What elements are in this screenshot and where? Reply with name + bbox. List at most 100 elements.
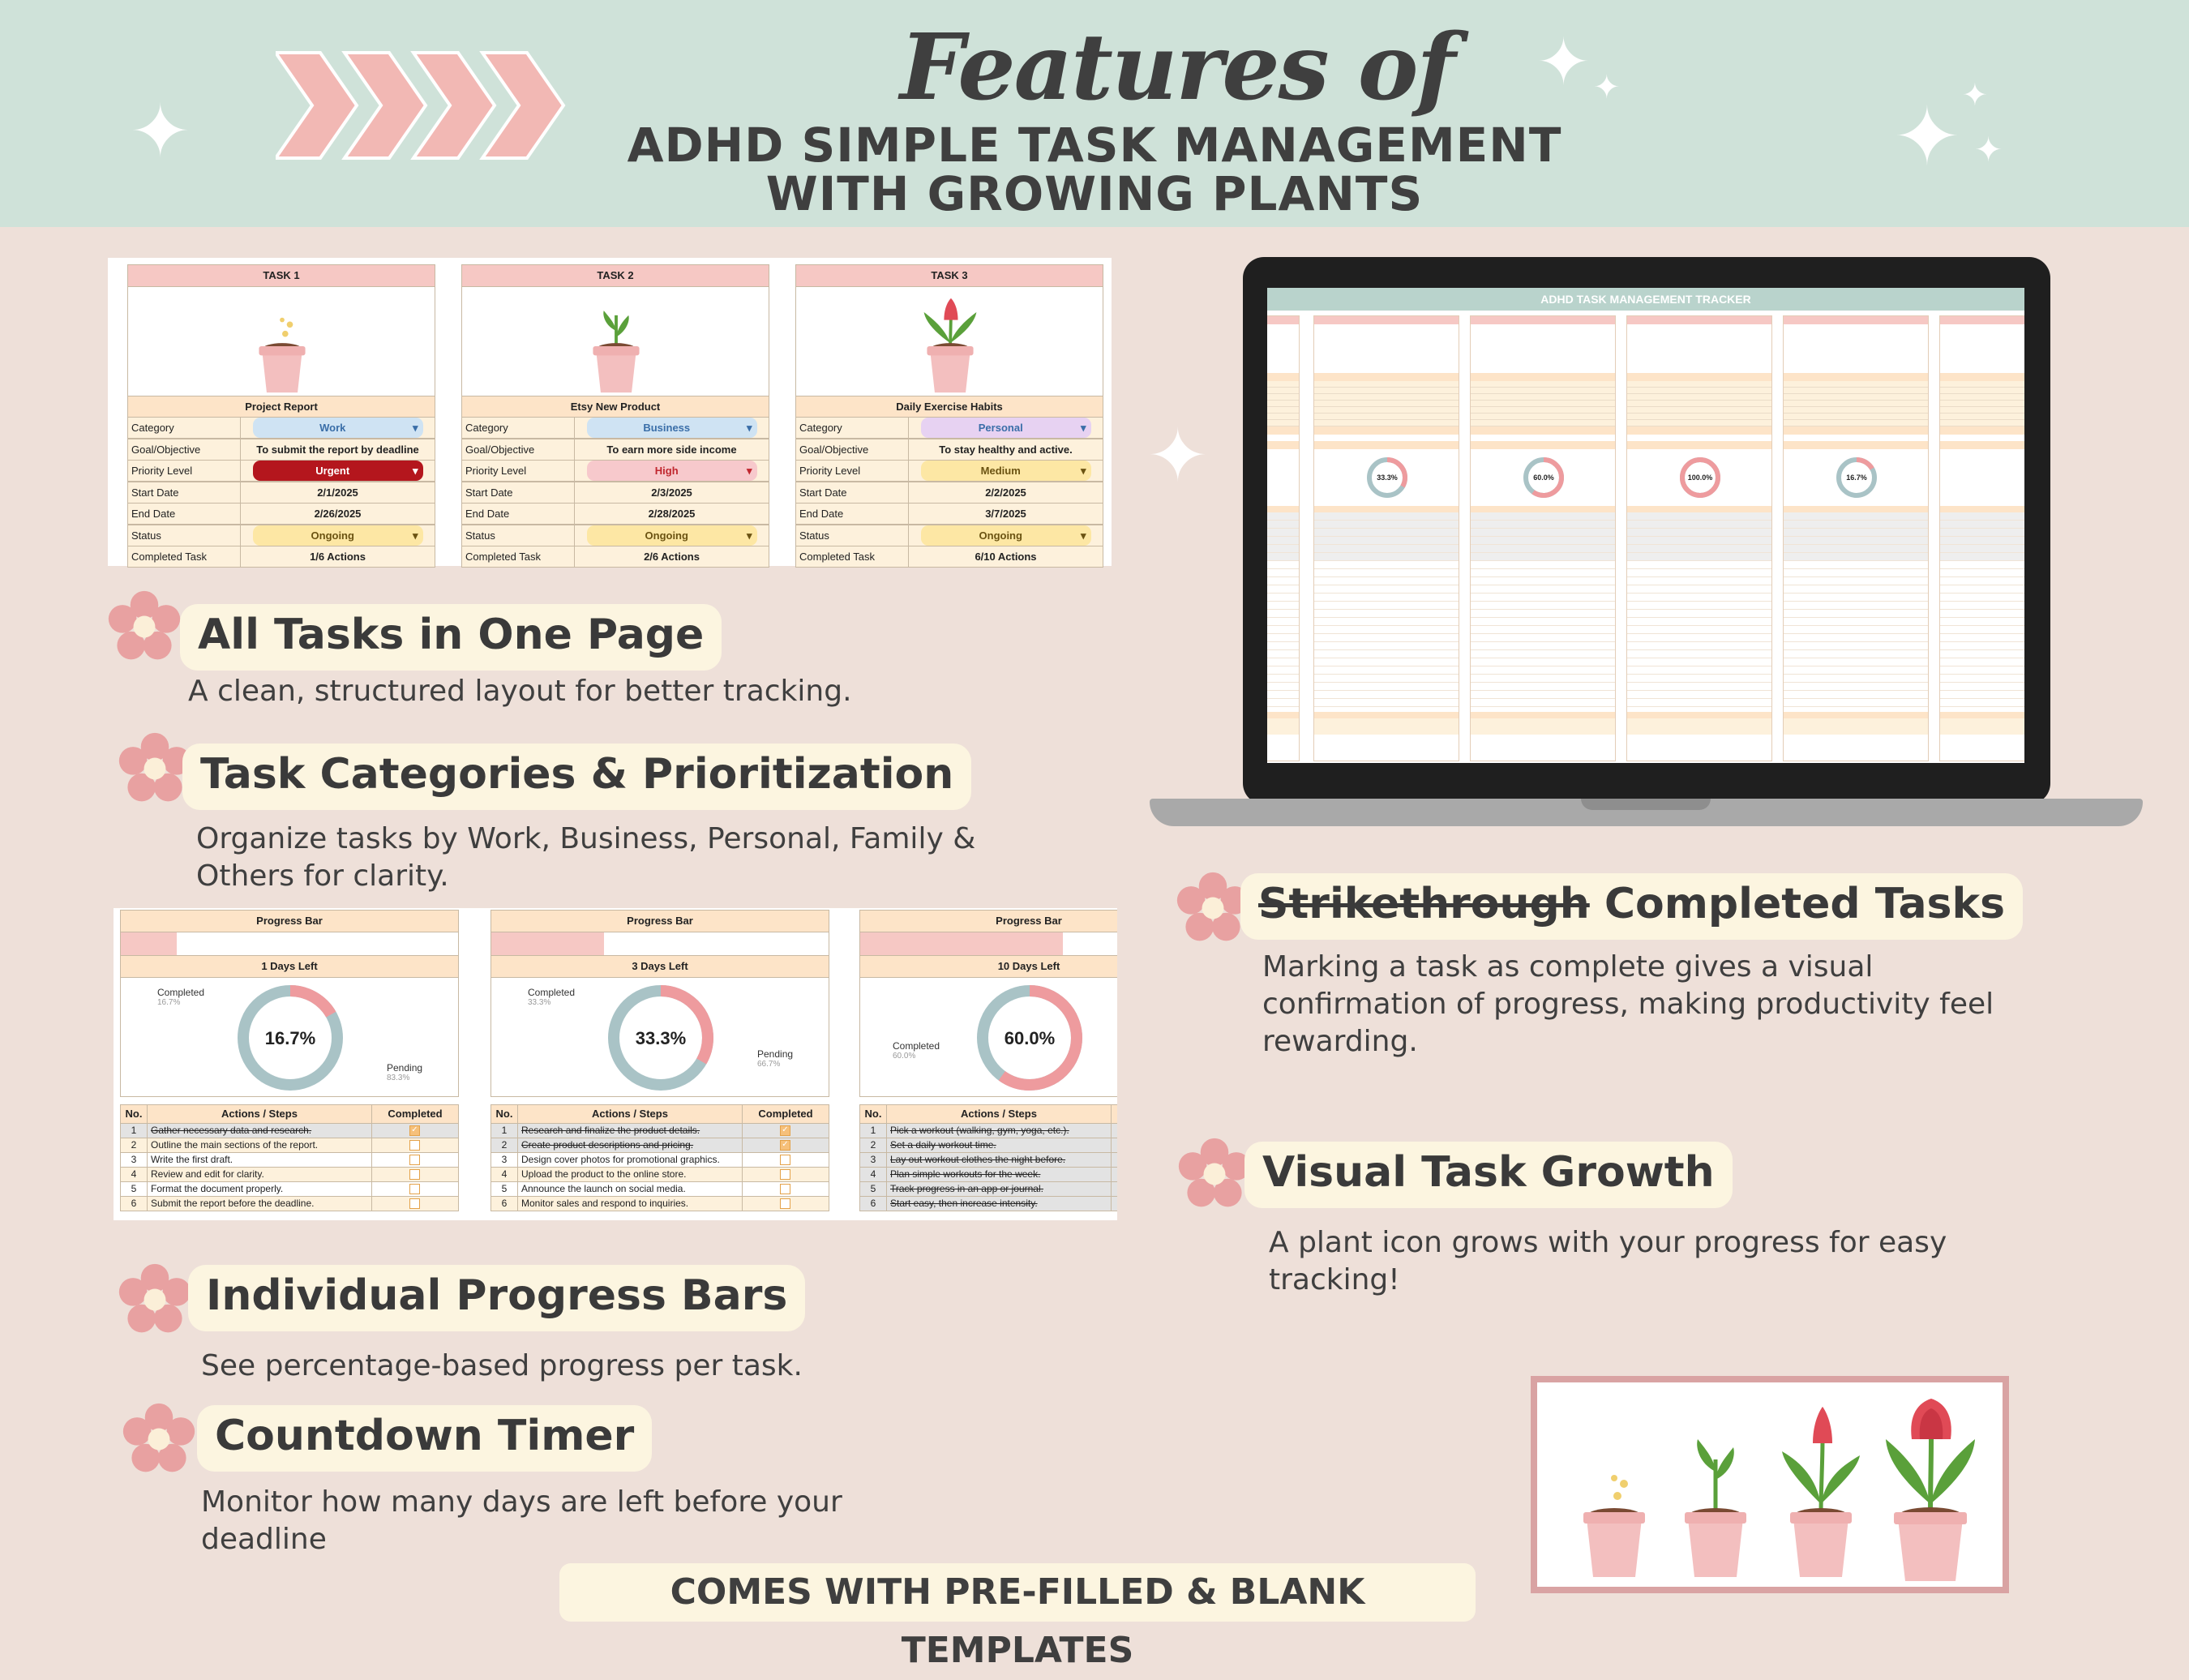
category-dropdown[interactable]: Business▾ xyxy=(586,418,757,438)
chevron-down-icon: ▾ xyxy=(746,422,752,434)
task-card-header: TASK 3 xyxy=(795,264,1103,287)
sparkle-icon: ✦ xyxy=(1536,24,1591,100)
progress-cards-panel: Progress Bar 1 Days Left 16.7% Completed … xyxy=(114,908,1117,1220)
flower-icon xyxy=(116,1261,194,1339)
step-no: 6 xyxy=(120,1196,148,1211)
row-label: Goal/Objective xyxy=(795,438,909,461)
step-checkbox[interactable] xyxy=(409,1184,420,1194)
row-value: 6/10 Actions xyxy=(908,546,1103,568)
step-checkbox[interactable] xyxy=(409,1155,420,1165)
step-text: Lay out workout clothes the night before… xyxy=(886,1152,1112,1168)
plant-growth-illustration xyxy=(1583,1399,1975,1581)
step-no: 4 xyxy=(490,1167,518,1182)
feature-title-rest: Completed Tasks xyxy=(1589,880,2006,928)
row-value: 2/3/2025 xyxy=(574,481,769,504)
step-checkbox[interactable] xyxy=(409,1140,420,1151)
progress-fill xyxy=(860,932,1063,955)
progress-bar xyxy=(490,932,829,956)
progress-bar-label: Progress Bar xyxy=(859,910,1117,932)
status-dropdown[interactable]: Ongoing▾ xyxy=(920,525,1091,546)
mini-task-column: 60.0% xyxy=(1470,315,1616,761)
step-no: 3 xyxy=(490,1152,518,1168)
step-text: Outline the main sections of the report. xyxy=(147,1138,372,1153)
step-checkbox[interactable] xyxy=(780,1155,790,1165)
step-text: Monitor sales and respond to inquiries. xyxy=(517,1196,743,1211)
step-checkbox[interactable] xyxy=(409,1198,420,1209)
row-value: Personal▾ xyxy=(908,417,1103,439)
main-title-line1: ADHD SIMPLE TASK MANAGEMENT xyxy=(627,118,1562,173)
feature-desc-growth-2: tracking! xyxy=(1269,1263,1400,1296)
feature-title-strikethrough: Strikethrough Completed Tasks xyxy=(1240,873,2024,940)
step-text: Pick a workout (walking, gym, yoga, etc.… xyxy=(886,1123,1112,1138)
row-label: Completed Task xyxy=(461,546,575,568)
row-value: Ongoing▾ xyxy=(240,524,435,546)
step-checkbox-cell xyxy=(371,1167,459,1182)
feature-desc-progress-bars: See percentage-based progress per task. xyxy=(201,1349,803,1382)
row-value: Business▾ xyxy=(574,417,769,439)
category-dropdown[interactable]: Personal▾ xyxy=(920,418,1091,438)
step-checkbox[interactable] xyxy=(409,1169,420,1180)
step-text: Track progress in an app or journal. xyxy=(886,1181,1112,1197)
step-checkbox[interactable] xyxy=(780,1184,790,1194)
row-label: Goal/Objective xyxy=(127,438,241,461)
step-text: Start easy, then increase intensity. xyxy=(886,1196,1112,1211)
step-text: Plan simple workouts for the week. xyxy=(886,1167,1112,1182)
step-no: 2 xyxy=(120,1138,148,1153)
step-checkbox-cell xyxy=(371,1181,459,1197)
step-no: 4 xyxy=(859,1167,887,1182)
step-no: 2 xyxy=(859,1138,887,1153)
row-label: Category xyxy=(795,417,909,439)
priority-dropdown[interactable]: High▾ xyxy=(586,461,757,481)
col-actions: Actions / Steps xyxy=(886,1104,1112,1124)
step-text: Review and edit for clarity. xyxy=(147,1167,372,1182)
priority-dropdown[interactable]: Medium▾ xyxy=(920,461,1091,481)
row-value: 2/6 Actions xyxy=(574,546,769,568)
feature-title-progress-bars: Individual Progress Bars xyxy=(188,1265,806,1331)
step-checkbox[interactable] xyxy=(780,1198,790,1209)
status-dropdown[interactable]: Ongoing▾ xyxy=(252,525,423,546)
donut-completed-arc xyxy=(977,985,1082,1091)
step-checkbox-cell: ✓ xyxy=(742,1123,829,1138)
step-text: Gather necessary data and research. xyxy=(147,1123,372,1138)
step-checkbox-cell: ✓ xyxy=(1111,1138,1117,1153)
progress-bar xyxy=(859,932,1117,956)
task-name: Etsy New Product xyxy=(461,396,769,418)
chevron-down-icon: ▾ xyxy=(1080,422,1086,434)
donut-completed-arc xyxy=(238,985,343,1091)
svg-text:66.7%: 66.7% xyxy=(757,1060,780,1069)
mini-task-column: 33.3% xyxy=(1313,315,1459,761)
row-label: Priority Level xyxy=(461,460,575,482)
feature-desc-growth-1: A plant icon grows with your progress fo… xyxy=(1269,1226,1947,1259)
progress-bar-label: Progress Bar xyxy=(490,910,829,932)
sparkle-icon: ✦ xyxy=(1962,77,1988,113)
step-no: 1 xyxy=(490,1123,518,1138)
script-title: Features of xyxy=(900,15,1456,121)
step-no: 3 xyxy=(859,1152,887,1168)
step-no: 5 xyxy=(859,1181,887,1197)
chevron-down-icon: ▾ xyxy=(746,529,752,542)
row-label: Start Date xyxy=(795,481,909,504)
progress-fill xyxy=(491,932,604,955)
feature-title-all-tasks: All Tasks in One Page xyxy=(180,604,722,671)
status-dropdown[interactable]: Ongoing▾ xyxy=(586,525,757,546)
row-value: 2/26/2025 xyxy=(240,503,435,525)
priority-dropdown[interactable]: Urgent▾ xyxy=(252,461,423,481)
row-value: 1/6 Actions xyxy=(240,546,435,568)
step-checkbox[interactable]: ✓ xyxy=(780,1140,790,1151)
step-checkbox[interactable]: ✓ xyxy=(409,1125,420,1136)
step-text: Set a daily workout time. xyxy=(886,1138,1112,1153)
row-value: High▾ xyxy=(574,460,769,482)
col-no: No. xyxy=(120,1104,148,1124)
step-checkbox[interactable]: ✓ xyxy=(780,1125,790,1136)
row-value: To stay healthy and active. xyxy=(908,438,1103,461)
svg-text:Completed: Completed xyxy=(157,987,204,998)
days-left: 1 Days Left xyxy=(120,955,459,978)
step-checkbox[interactable] xyxy=(780,1169,790,1180)
step-checkbox-cell: ✓ xyxy=(1111,1123,1117,1138)
chevron-arrows-decoration xyxy=(276,51,566,160)
category-dropdown[interactable]: Work▾ xyxy=(252,418,423,438)
